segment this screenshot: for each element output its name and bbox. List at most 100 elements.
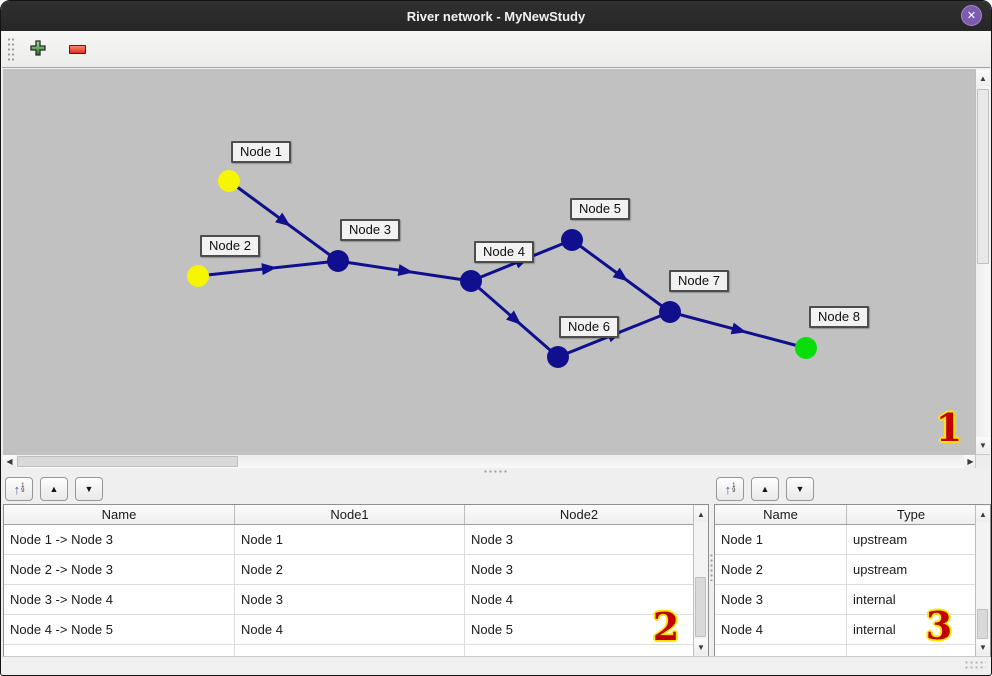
table-cell: Node 3 -> Node 4 xyxy=(4,585,235,614)
table-row[interactable]: Node 1 upstream xyxy=(715,525,975,555)
edge-arrow-icon xyxy=(397,264,414,277)
table-cell: upstream xyxy=(853,562,908,577)
move-up-button[interactable]: ▲ xyxy=(40,477,68,501)
table-cell: Node 3 xyxy=(471,562,513,577)
graph-node[interactable] xyxy=(187,265,209,287)
column-header[interactable]: Name xyxy=(715,505,847,524)
canvas-vscroll-thumb[interactable] xyxy=(977,89,989,264)
move-down-button[interactable]: ▼ xyxy=(786,477,814,501)
graph-node[interactable] xyxy=(327,250,349,272)
graph-node[interactable] xyxy=(795,337,817,359)
column-header[interactable]: Node1 xyxy=(235,505,465,524)
graph-node[interactable] xyxy=(561,229,583,251)
graph-node[interactable] xyxy=(659,301,681,323)
reaches-table-vscrollbar[interactable]: ▲ ▼ xyxy=(693,505,708,656)
table-cell xyxy=(715,645,847,656)
nodes-vscroll-thumb[interactable] xyxy=(977,609,988,639)
main-toolbar xyxy=(2,31,990,68)
toolbar-drag-handle[interactable] xyxy=(7,37,16,61)
table-cell: internal xyxy=(853,622,896,637)
table-cell: Node 2 xyxy=(235,555,465,584)
table-cell: Node 3 xyxy=(235,585,465,614)
node-label[interactable]: Node 2 xyxy=(200,235,260,257)
table-cell: Node 4 xyxy=(715,615,847,644)
table-row[interactable]: Node 4 internal xyxy=(715,615,975,645)
splitter-handle-icon xyxy=(710,552,713,581)
scroll-up-icon[interactable]: ▲ xyxy=(976,506,990,522)
horizontal-splitter[interactable] xyxy=(1,468,991,475)
table-cell: upstream xyxy=(853,532,908,547)
table-cell: Node 2 xyxy=(715,555,847,584)
resize-grip-icon[interactable] xyxy=(964,660,986,671)
table-row[interactable] xyxy=(4,645,693,656)
table-cell: Node 1 -> Node 3 xyxy=(4,525,235,554)
node-label[interactable]: Node 4 xyxy=(474,241,534,263)
canvas-vscrollbar[interactable]: ▲ ▼ xyxy=(975,69,990,454)
scroll-right-icon[interactable]: ▶ xyxy=(964,455,977,468)
table-cell: Node 2 -> Node 3 xyxy=(4,555,235,584)
graph-node[interactable] xyxy=(218,170,240,192)
node-label[interactable]: Node 1 xyxy=(231,141,291,163)
table-cell: Node 4 xyxy=(471,592,513,607)
table-cell: Node 4 xyxy=(235,615,465,644)
table-row[interactable]: Node 2 upstream xyxy=(715,555,975,585)
scroll-up-icon[interactable]: ▲ xyxy=(694,506,708,522)
table-cell: Node 1 xyxy=(715,525,847,554)
graph-node[interactable] xyxy=(460,270,482,292)
minus-icon xyxy=(69,44,86,54)
column-header[interactable]: Type xyxy=(896,507,926,522)
canvas-hscroll-thumb[interactable] xyxy=(17,456,238,467)
edge-arrow-icon xyxy=(261,263,277,276)
splitter-handle-icon xyxy=(483,470,509,473)
edge-arrow-icon xyxy=(612,267,629,282)
column-header[interactable]: Node2 xyxy=(559,507,599,522)
up-triangle-icon: ▲ xyxy=(49,484,59,494)
plus-icon xyxy=(30,39,46,56)
remove-button[interactable] xyxy=(51,43,90,56)
graph-node[interactable] xyxy=(547,346,569,368)
vertical-splitter[interactable] xyxy=(709,475,714,658)
move-down-button[interactable]: ▼ xyxy=(75,477,103,501)
table-cell: Node 5 xyxy=(471,622,513,637)
scroll-down-icon[interactable]: ▼ xyxy=(976,437,990,453)
column-header[interactable]: Name xyxy=(4,505,235,524)
window-title: River network - MyNewStudy xyxy=(406,8,586,24)
status-bar xyxy=(2,656,990,674)
node-label[interactable]: Node 6 xyxy=(559,316,619,338)
canvas-hscrollbar[interactable]: ◀ ▶ xyxy=(3,454,977,468)
scroll-up-icon[interactable]: ▲ xyxy=(976,70,990,86)
nodes-table-vscrollbar[interactable]: ▲ ▼ xyxy=(975,505,990,656)
table-cell: Node 4 -> Node 5 xyxy=(4,615,235,644)
add-button[interactable] xyxy=(25,37,51,62)
table-cell xyxy=(235,645,465,656)
table-header-row: Name Type xyxy=(715,505,975,525)
node-label[interactable]: Node 8 xyxy=(809,306,869,328)
reaches-vscroll-thumb[interactable] xyxy=(695,577,706,637)
scroll-down-icon[interactable]: ▼ xyxy=(976,639,990,655)
close-button[interactable]: ✕ xyxy=(961,5,982,26)
network-canvas[interactable]: Node 1 Node 2 Node 3 Node 4 Node 5 Node 6 Node… xyxy=(3,69,977,454)
node-label[interactable]: Node 5 xyxy=(570,198,630,220)
node-label[interactable]: Node 3 xyxy=(340,219,400,241)
node-label[interactable]: Node 7 xyxy=(669,270,729,292)
scroll-left-icon[interactable]: ◀ xyxy=(3,455,16,468)
table-row[interactable] xyxy=(715,645,975,656)
title-bar[interactable]: River network - MyNewStudy ✕ xyxy=(1,1,991,31)
table-cell xyxy=(4,645,235,656)
move-up-button[interactable]: ▲ xyxy=(751,477,779,501)
table-cell xyxy=(847,645,975,656)
scroll-down-icon[interactable]: ▼ xyxy=(694,639,708,655)
table-cell xyxy=(465,645,693,656)
edge-arrow-icon xyxy=(730,322,747,335)
